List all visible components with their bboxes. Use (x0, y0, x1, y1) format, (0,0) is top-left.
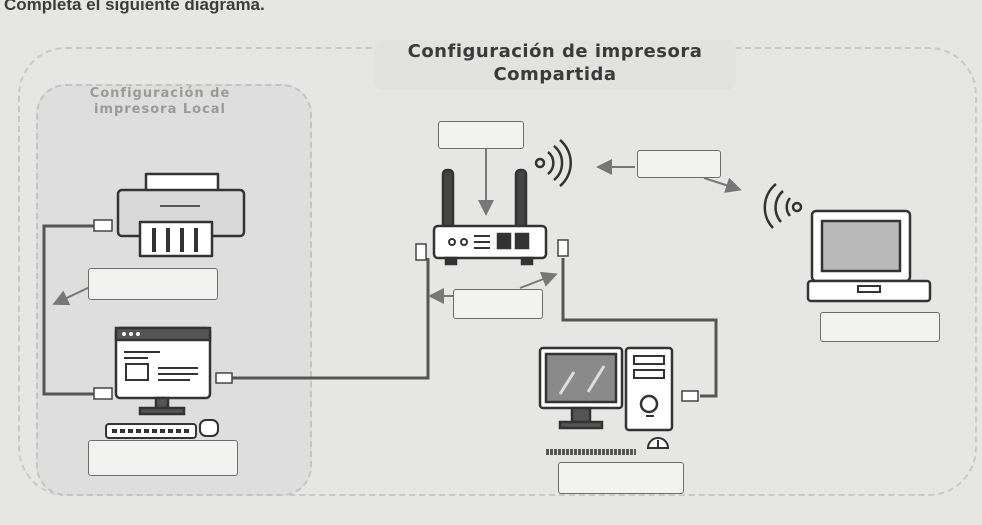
cable-connectors (93, 219, 699, 402)
mouse-icon (199, 419, 219, 437)
instruction-text: Completa el siguiente diagrama. (4, 0, 265, 14)
arrow-to-usb-cable (52, 285, 93, 306)
monitor-icon (538, 346, 636, 455)
keyboard-icon (105, 423, 197, 439)
answer-box-ethernet[interactable] (453, 289, 543, 319)
tower-pc-icon (624, 346, 674, 432)
arrows (52, 148, 742, 306)
answer-box-wifi[interactable] (637, 150, 721, 178)
printer-icon (116, 172, 246, 258)
answer-box-laptop[interactable] (820, 312, 940, 342)
laptop-icon (806, 209, 932, 303)
answer-box-usb[interactable] (88, 268, 218, 300)
desktop-computer-icon (114, 326, 212, 416)
tower-mouse-icon (646, 437, 670, 449)
local-printer-title: Configuración de impresora Local (89, 86, 231, 117)
pc-to-router-cable (232, 258, 430, 380)
laptop-wifi-icon (763, 183, 803, 229)
arrow-to-laptop (703, 177, 742, 193)
answer-box-shared-pc[interactable] (558, 462, 684, 494)
shared-printer-title: Configuración de impresora Compartida (374, 40, 736, 90)
answer-box-local-pc[interactable] (88, 440, 238, 476)
router-icon (432, 168, 548, 266)
answer-box-router[interactable] (438, 121, 524, 149)
router-to-tower-cable (561, 258, 718, 398)
printer-usb-cable (42, 224, 108, 396)
wifi-signal-icon (534, 139, 572, 187)
arrow-to-router-port (519, 271, 558, 289)
